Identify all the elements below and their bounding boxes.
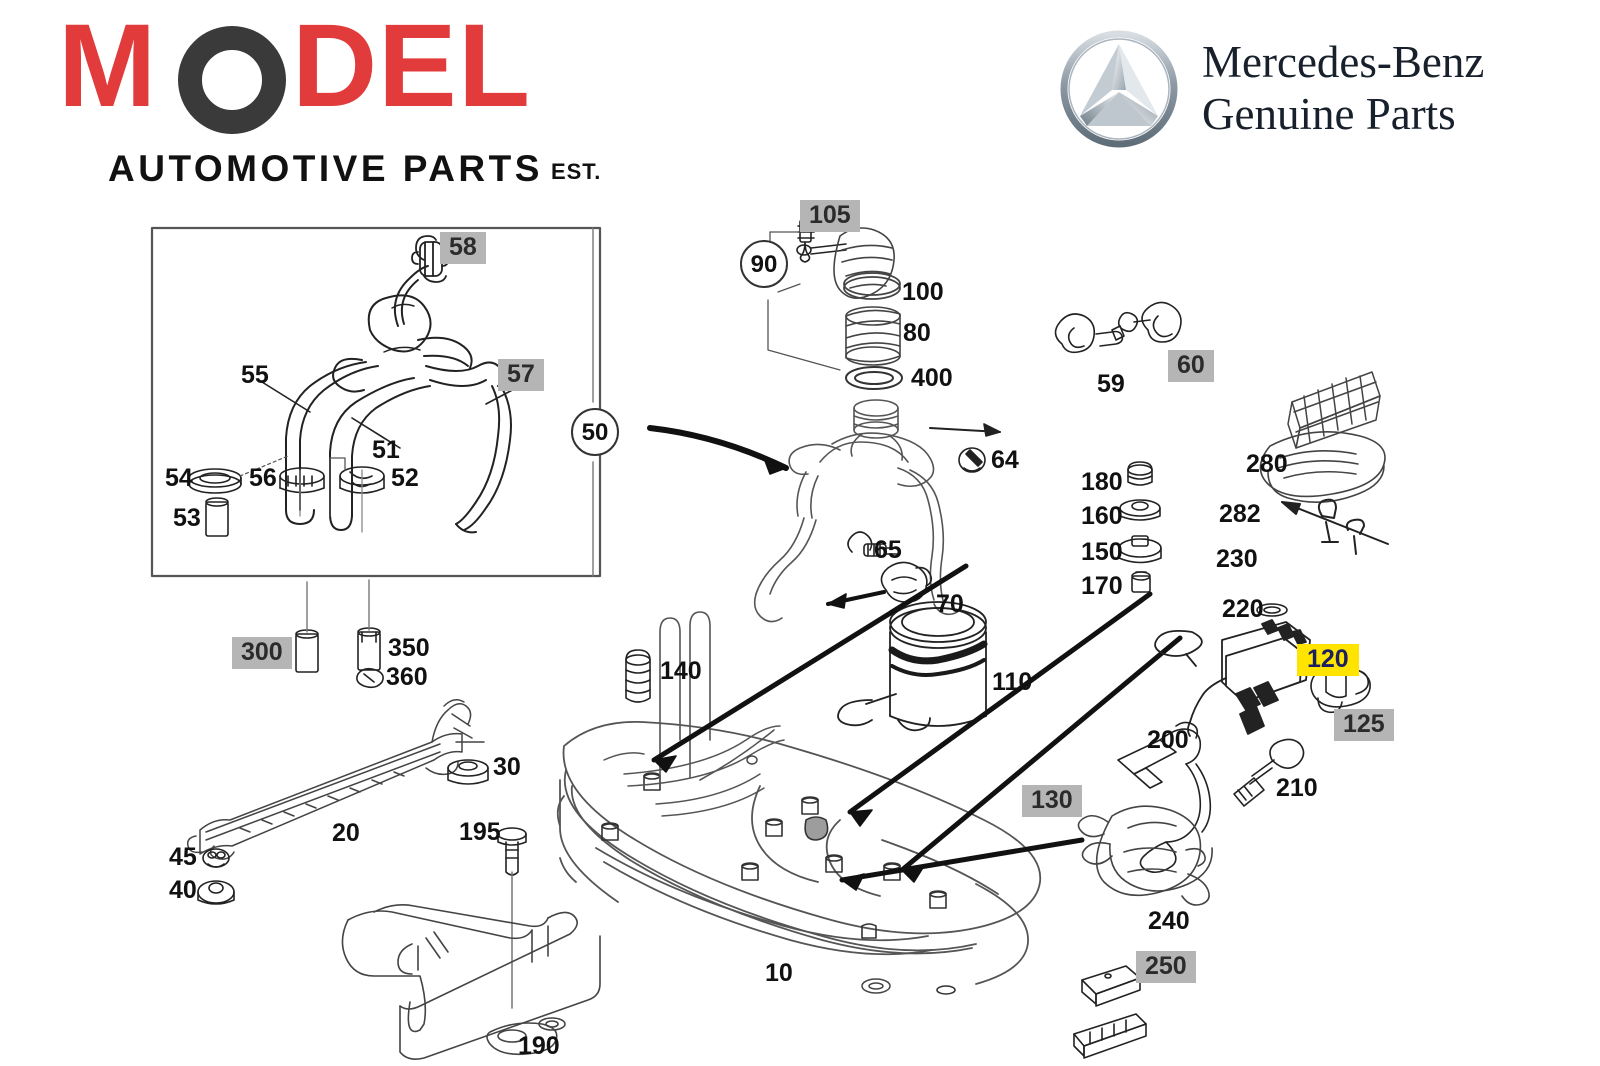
model-wordmark: M D E L [30, 7, 550, 134]
model-automotive-parts-logo: M D E L AUTOMOTIVE PARTS EST. [30, 7, 600, 189]
part-label-195: 195 [459, 818, 501, 846]
part-label-30: 30 [493, 753, 521, 781]
part-label-220: 220 [1222, 595, 1264, 623]
part-label-51: 51 [372, 436, 400, 464]
part-label-54: 54 [165, 464, 193, 492]
part-label-90: 90 [740, 240, 788, 288]
logo-letter-e: E [378, 0, 457, 132]
part-label-200: 200 [1147, 726, 1189, 754]
mercedes-benz-text: Mercedes-Benz Genuine Parts [1202, 36, 1484, 140]
part-label-40: 40 [169, 876, 197, 904]
part-label-20: 20 [332, 819, 360, 847]
mercedes-star-icon [1060, 30, 1178, 148]
part-label-282: 282 [1219, 500, 1261, 528]
part-label-160: 160 [1081, 502, 1123, 530]
part-label-230: 230 [1216, 545, 1258, 573]
part-label-60: 60 [1168, 350, 1214, 382]
part-label-360: 360 [386, 663, 428, 691]
logo-letter-m: M [58, 0, 156, 132]
part-label-240: 240 [1148, 907, 1190, 935]
part-label-300: 300 [232, 637, 292, 669]
part-label-400: 400 [911, 364, 953, 392]
part-label-45: 45 [169, 843, 197, 871]
model-tagline-main: AUTOMOTIVE PARTS [108, 148, 543, 189]
logo-letter-l: L [458, 0, 530, 132]
part-label-210: 210 [1276, 774, 1318, 802]
mercedes-benz-genuine-parts-logo: Mercedes-Benz Genuine Parts [1060, 22, 1560, 152]
part-label-150: 150 [1081, 538, 1123, 566]
diagram-artwork [150, 219, 1389, 1060]
part-label-56: 56 [249, 464, 277, 492]
part-label-70: 70 [936, 590, 964, 618]
part-label-57: 57 [498, 359, 544, 391]
model-tagline: AUTOMOTIVE PARTS EST. [108, 148, 601, 190]
part-label-59: 59 [1097, 370, 1125, 398]
part-label-10: 10 [765, 959, 793, 987]
mercedes-line-2: Genuine Parts [1202, 89, 1456, 139]
part-label-55: 55 [241, 361, 269, 389]
ring-letter-o-icon [178, 26, 286, 134]
part-label-125: 125 [1334, 709, 1394, 741]
part-label-53: 53 [173, 504, 201, 532]
exploded-parts-diagram: 58 55 57 51 54 56 52 53 50 105 90 100 80… [0, 180, 1600, 1066]
callout-50: 50 [571, 408, 619, 456]
logo-letter-d: D [292, 0, 377, 132]
model-tagline-suffix: EST. [550, 159, 602, 184]
part-label-52: 52 [391, 464, 419, 492]
part-label-120: 120 [1297, 644, 1359, 676]
part-label-65: 65 [874, 536, 902, 564]
mercedes-line-1: Mercedes-Benz [1202, 37, 1485, 87]
part-label-100: 100 [902, 278, 944, 306]
part-label-190: 190 [518, 1032, 560, 1060]
part-label-140: 140 [660, 657, 702, 685]
part-label-350: 350 [388, 634, 430, 662]
part-label-170: 170 [1081, 572, 1123, 600]
part-label-130: 130 [1022, 785, 1082, 817]
part-label-105: 105 [800, 200, 860, 232]
part-label-180: 180 [1081, 468, 1123, 496]
part-label-250: 250 [1136, 951, 1196, 983]
part-label-80: 80 [903, 319, 931, 347]
part-label-64: 64 [991, 446, 1019, 474]
part-label-110: 110 [992, 668, 1033, 696]
part-label-58: 58 [440, 232, 486, 264]
part-label-280: 280 [1246, 450, 1288, 478]
